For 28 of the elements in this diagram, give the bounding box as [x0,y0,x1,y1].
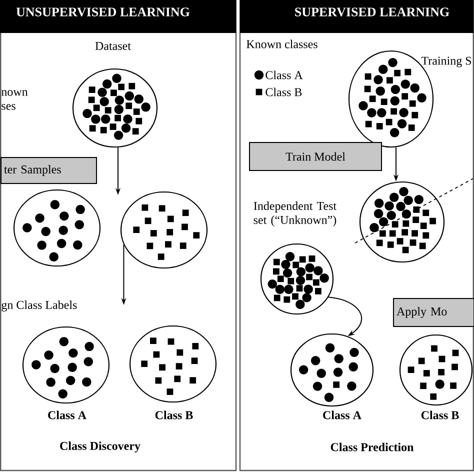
process-box: ter Samples [0,157,97,184]
sample-circle [399,334,473,406]
text-label: Class Discovery [60,442,140,452]
sample-circle [120,191,208,269]
legend-entry: Class B [256,88,302,96]
process-box: Apply Mo [393,298,474,327]
header-band: UNSUPERVISED LEARNING [0,0,236,33]
text-label: gn Class Labels [2,300,77,312]
sample-circle [72,68,158,148]
sample-circle [13,189,101,267]
sample-circle [129,325,217,403]
text-label: Class Prediction [330,442,414,452]
node-caption: Class A [323,410,362,420]
sample-circle [290,333,374,407]
legend-entry: Class A [254,70,303,80]
text-label: Dataset [95,42,131,50]
header-band: SUPERVISED LEARNING [240,0,474,33]
node-caption: Class B [421,410,459,420]
node-caption: Training S [421,56,472,68]
sample-circle [260,243,334,315]
text-label: Known classes [246,40,318,48]
sample-circle [359,181,445,263]
sample-circle [22,326,110,404]
process-box: Train Model [249,142,382,171]
node-caption: Independent Test set (“Unknown”) [254,202,337,226]
text-label: nown ses [1,90,28,110]
node-caption: Class A [48,410,86,420]
node-caption: Class B [155,410,193,420]
